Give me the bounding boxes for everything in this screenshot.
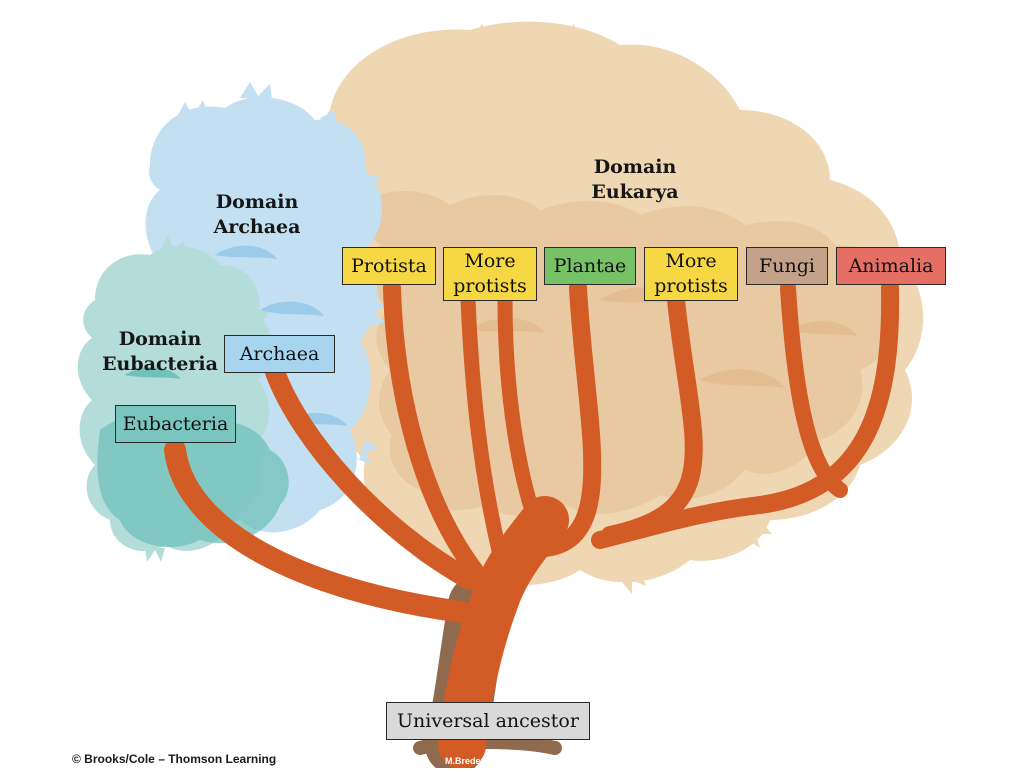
universal-ancestor-label: Universal ancestor bbox=[386, 702, 590, 740]
branch-more-protists-1a bbox=[460, 292, 508, 563]
branch-more-protists-1b bbox=[497, 292, 543, 528]
branch-protista bbox=[383, 279, 487, 584]
branch-animalia bbox=[591, 279, 900, 549]
eukarya-foliage bbox=[321, 21, 924, 600]
archaea-label: Archaea bbox=[224, 335, 335, 373]
branch-plantae bbox=[536, 279, 602, 557]
branch-archaea bbox=[265, 362, 480, 590]
protista-label: Protista bbox=[342, 247, 436, 285]
eubacteria-label: Eubacteria bbox=[115, 405, 236, 443]
copyright-credit: © Brooks/Cole – Thomson Learning bbox=[72, 752, 277, 766]
branch-eubacteria bbox=[164, 439, 473, 623]
animalia-label: Animalia bbox=[836, 247, 946, 285]
fungi-label: Fungi bbox=[746, 247, 828, 285]
branches bbox=[164, 279, 900, 772]
trunk bbox=[438, 496, 569, 769]
plantae-label: Plantae bbox=[544, 247, 636, 285]
author-credit: M.Breder (Dana bbox=[445, 756, 512, 766]
